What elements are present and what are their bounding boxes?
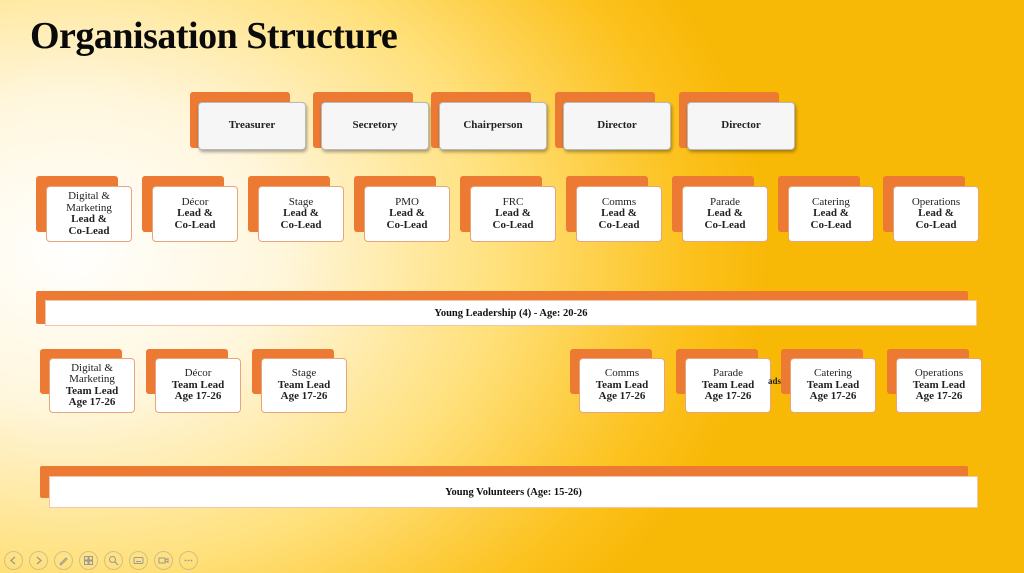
young-leadership-label: Young Leadership (4) - Age: 20-26 [434,307,588,319]
team-lead-role: Team Lead [912,378,966,391]
subtitles-control[interactable] [129,551,148,570]
node-card: Secretory [321,102,429,150]
zoom-control[interactable] [104,551,123,570]
team-lead-age: Age 17-26 [809,390,857,403]
lead-role: Co-Lead [810,218,852,231]
lead-role: Co-Lead [704,218,746,231]
board-label: Director [597,119,637,132]
team-lead-age: Age 17-26 [704,390,752,403]
lead-role: Co-Lead [174,218,216,231]
subtitles-icon [133,557,144,564]
previous-control[interactable] [4,551,23,570]
slideshow-controls [4,551,198,570]
team-lead-name: Digital & Marketing [69,361,115,385]
young-volunteers-label: Young Volunteers (Age: 15-26) [445,486,582,498]
more-icon [184,559,193,562]
previous-icon [10,556,16,565]
team-lead-role: Team Lead [277,378,331,391]
team-lead-name: Comms [604,367,640,380]
pen-control[interactable] [54,551,73,570]
node-card: Director [563,102,671,150]
overlap-fragment: ads [768,376,782,386]
team-lead-name: Catering [814,367,852,380]
lead-role: Lead & [71,213,107,225]
lead-role: Co-Lead [280,218,322,231]
team-lead-age: Age 17-26 [68,396,116,408]
lead-role: Lead & [813,207,849,220]
team-lead-role: Team Lead [806,378,860,391]
camera-icon [158,557,169,564]
lead-name: Parade [710,195,740,208]
board-label: Chairperson [463,119,523,132]
team-lead-name: Décor [184,367,212,380]
team-lead-age: Age 17-26 [174,390,222,403]
next-control[interactable] [29,551,48,570]
next-icon [36,556,42,565]
slides-grid-icon [84,556,93,565]
lead-name: Décor [181,195,209,208]
lead-name: FRC [502,195,524,208]
lead-name: Digital & Marketing [66,190,112,214]
lead-name: PMO [395,195,419,208]
board-label: Director [721,119,761,132]
team-lead-age: Age 17-26 [915,390,963,403]
team-lead-name: Operations [914,367,964,380]
team-lead-role: Team Lead [595,378,649,391]
lead-role: Co-Lead [915,218,957,231]
lead-role: Lead & [707,207,743,220]
page-title: Organisation Structure [30,15,398,57]
slides-grid-control[interactable] [79,551,98,570]
lead-role: Lead & [495,207,531,220]
team-lead-role: Team Lead [171,378,225,391]
lead-role: Lead & [389,207,425,220]
lead-role: Co-Lead [492,218,534,231]
lead-role: Co-Lead [598,218,640,231]
team-lead-age: Age 17-26 [598,390,646,403]
team-lead-name: Parade [713,367,743,380]
camera-control[interactable] [154,551,173,570]
more-control[interactable] [179,551,198,570]
node-card: Director [687,102,795,150]
node-card: Chairperson [439,102,547,150]
lead-role: Lead & [283,207,319,220]
lead-name: Catering [812,195,850,208]
board-label: Treasurer [228,119,276,132]
zoom-icon [109,556,119,566]
team-lead-role: Team Lead [701,378,755,391]
team-lead-role: Team Lead [65,384,119,397]
team-lead-age: Age 17-26 [280,390,328,403]
board-label: Secretory [352,119,398,132]
lead-role: Co-Lead [68,224,110,237]
lead-role: Lead & [601,207,637,220]
lead-role: Lead & [918,207,954,220]
lead-name: Stage [288,195,314,208]
lead-name: Comms [601,195,637,208]
team-lead-name: Stage [291,367,317,380]
node-card: Treasurer [198,102,306,150]
lead-role: Lead & [177,207,213,220]
pen-icon [59,557,68,566]
lead-role: Co-Lead [386,218,428,231]
lead-name: Operations [911,195,961,208]
